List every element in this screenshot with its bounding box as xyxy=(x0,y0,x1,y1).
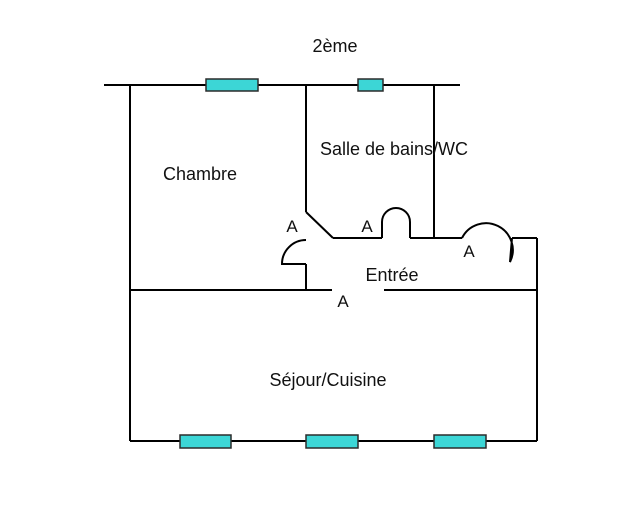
door-bath xyxy=(381,207,411,238)
door-bath-entree xyxy=(305,211,334,239)
window-top-chambre xyxy=(205,78,259,92)
window-bottom-middle xyxy=(305,434,359,449)
room-label-salle-de-bains: Salle de bains/WC xyxy=(320,139,468,159)
windows xyxy=(179,78,487,449)
window-bottom-left xyxy=(179,434,232,449)
door-closet xyxy=(461,222,514,263)
room-label-sejour: Séjour/Cuisine xyxy=(269,370,386,390)
door-marker-bath: A xyxy=(361,217,373,236)
door-chambre xyxy=(280,239,307,265)
floor-label: 2ème xyxy=(312,36,357,56)
door-marker-closet: A xyxy=(463,242,475,261)
door-marker-chambre: A xyxy=(286,217,298,236)
door-marker-sejour: A xyxy=(337,292,349,311)
room-label-entree: Entrée xyxy=(365,265,418,285)
room-label-chambre: Chambre xyxy=(163,164,237,184)
window-bottom-right xyxy=(433,434,487,449)
window-top-bath xyxy=(357,78,384,92)
doors xyxy=(280,207,514,265)
